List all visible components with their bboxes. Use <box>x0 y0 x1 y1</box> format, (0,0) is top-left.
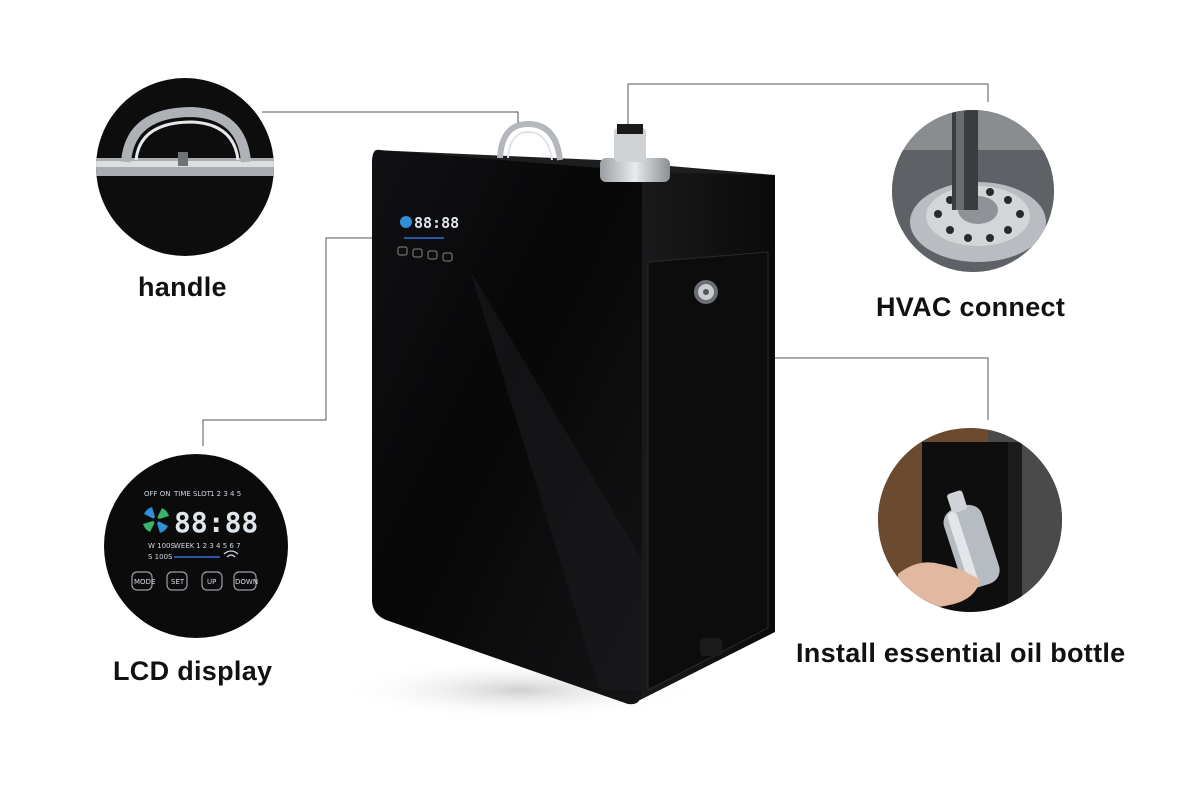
device-top <box>372 150 775 175</box>
side-panel <box>647 251 769 691</box>
hvac-detail-circle <box>892 110 1054 272</box>
lcd-stop: S 100S <box>148 553 173 561</box>
handle-detail-circle <box>96 78 274 256</box>
device-mini-lcd: 88:88 <box>397 214 459 262</box>
lcd-mode-button[interactable]: MODE <box>131 571 155 591</box>
top-handle <box>497 120 563 161</box>
svg-text:SET: SET <box>171 578 185 586</box>
fan-icon <box>143 507 169 533</box>
hand <box>898 562 980 608</box>
hvac-label: HVAC connect <box>876 292 1066 322</box>
lcd-up-button[interactable]: UP <box>201 571 223 591</box>
device-foot <box>700 638 722 656</box>
svg-text:UP: UP <box>207 578 216 586</box>
lcd-off-on: OFF ON <box>144 490 171 498</box>
svg-text:MODE: MODE <box>134 578 155 586</box>
lcd-down-button[interactable]: DOWN <box>233 571 258 591</box>
lcd-set-button[interactable]: SET <box>166 571 188 591</box>
svg-text:DOWN: DOWN <box>235 578 258 586</box>
lcd-time-slot: TIME SLOT <box>173 490 212 498</box>
lcd-week: WEEK <box>174 542 195 550</box>
lcd-work: W 100S <box>148 542 176 550</box>
bottle <box>943 490 1000 588</box>
lcd-detail-circle: OFF ON TIME SLOT 1 2 3 4 5 88:88 W 100S … <box>104 454 288 638</box>
lock-knob <box>694 280 718 304</box>
top-hvac-connector <box>600 124 670 182</box>
wifi-icon <box>223 550 239 558</box>
lcd-clock: 88:88 <box>174 506 258 539</box>
handle-label: handle <box>138 272 227 302</box>
lcd-label: LCD display <box>113 656 273 686</box>
lcd-slots: 1 2 3 4 5 <box>210 490 241 498</box>
oil-detail-circle <box>878 428 1062 612</box>
lcd-days: 1 2 3 4 5 6 7 <box>196 542 241 550</box>
oil-label: Install essential oil bottle <box>796 638 1126 668</box>
svg-text:88:88: 88:88 <box>414 214 459 232</box>
front-reflection <box>470 270 642 690</box>
